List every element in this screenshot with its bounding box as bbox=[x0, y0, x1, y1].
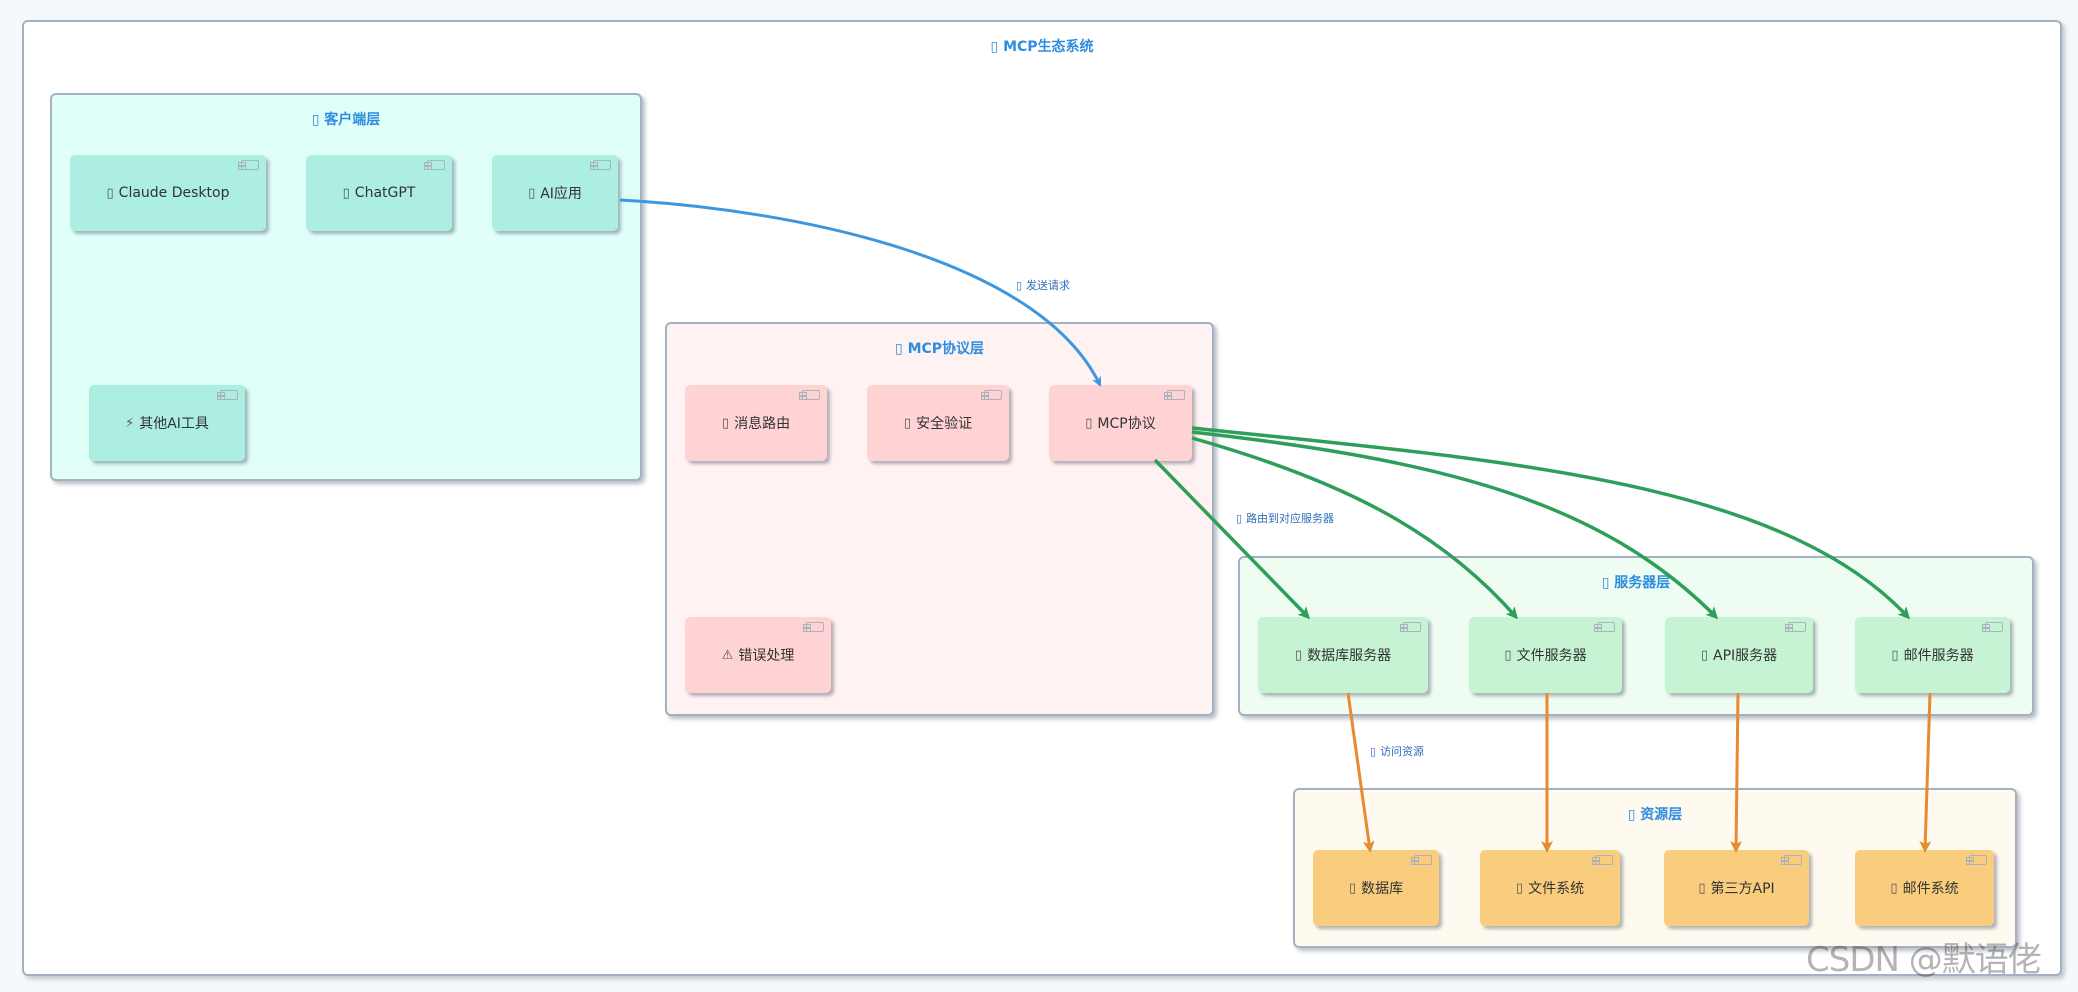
access-icon: ▯ bbox=[1370, 745, 1377, 758]
node-mail-server[interactable]: ▯ 邮件服务器 bbox=[1855, 617, 2010, 693]
database-icon: ▯ bbox=[1348, 880, 1357, 896]
server-icon: ▯ bbox=[1601, 575, 1610, 591]
protocol-icon: ▯ bbox=[894, 341, 903, 357]
edge-access-database bbox=[1346, 692, 1375, 853]
component-icon bbox=[1411, 855, 1432, 865]
lock-icon: ▯ bbox=[903, 415, 912, 431]
node-security-verification[interactable]: ▯ 安全验证 bbox=[867, 385, 1009, 461]
component-icon bbox=[1594, 622, 1615, 632]
node-file-server[interactable]: ▯ 文件服务器 bbox=[1469, 617, 1622, 693]
component-icon bbox=[238, 160, 259, 170]
edge-access-third-party-api bbox=[1730, 692, 1743, 853]
node-message-routing[interactable]: ▯ 消息路由 bbox=[685, 385, 827, 461]
node-ai-app[interactable]: ▯ AI应用 bbox=[492, 155, 618, 231]
component-icon bbox=[424, 160, 445, 170]
resource-icon: ▯ bbox=[1627, 807, 1636, 823]
node-api-server[interactable]: ▯ API服务器 bbox=[1665, 617, 1813, 693]
desktop-icon: ▯ bbox=[106, 185, 114, 201]
node-mail-system[interactable]: ▯ 邮件系统 bbox=[1855, 850, 1994, 926]
component-icon bbox=[1966, 855, 1987, 865]
route-icon: ▯ bbox=[1236, 512, 1243, 525]
globe-icon: ▯ bbox=[1698, 880, 1706, 896]
folder-icon: ▯ bbox=[1504, 647, 1512, 663]
component-icon bbox=[803, 622, 824, 632]
database-icon: ▯ bbox=[1294, 647, 1303, 663]
protocol-icon: ▯ bbox=[1085, 415, 1093, 431]
component-icon bbox=[1400, 622, 1421, 632]
component-icon bbox=[1781, 855, 1802, 865]
node-mcp-protocol[interactable]: ▯ MCP协议 bbox=[1049, 385, 1192, 461]
edge-route-file-server bbox=[1191, 436, 1518, 620]
edge-route-mail-server bbox=[1191, 426, 1911, 620]
component-icon bbox=[1592, 855, 1613, 865]
node-database[interactable]: ▯ 数据库 bbox=[1313, 850, 1439, 926]
node-file-system[interactable]: ▯ 文件系统 bbox=[1480, 850, 1620, 926]
edge-label-route-to-server: ▯路由到对应服务器 bbox=[1236, 512, 1335, 525]
component-icon bbox=[590, 160, 611, 170]
watermark: CSDN @默语佬 bbox=[1806, 940, 2042, 980]
protocol-layer-title: ▯ MCP协议层 bbox=[894, 341, 985, 357]
component-icon bbox=[1164, 390, 1185, 400]
plug-icon: ▯ bbox=[1700, 647, 1708, 663]
mail-icon: ▯ bbox=[1891, 647, 1899, 663]
client-icon: ▯ bbox=[311, 112, 320, 128]
app-icon: ▯ bbox=[528, 185, 536, 201]
ecosystem-icon: ▯ bbox=[990, 39, 999, 55]
node-chatgpt[interactable]: ▯ ChatGPT bbox=[306, 155, 452, 231]
folder-icon: ▯ bbox=[1515, 880, 1524, 896]
edge-route-api-server bbox=[1191, 430, 1719, 620]
node-claude-desktop[interactable]: ▯ Claude Desktop bbox=[70, 155, 266, 231]
resource-layer-title: ▯ 资源层 bbox=[1627, 807, 1683, 823]
edge-access-mail-system bbox=[1919, 692, 1932, 853]
component-icon bbox=[799, 390, 820, 400]
component-icon bbox=[981, 390, 1002, 400]
edge-send-request bbox=[619, 198, 1102, 387]
send-icon: ▯ bbox=[1016, 279, 1023, 292]
chat-icon: ▯ bbox=[342, 185, 350, 201]
node-third-party-api[interactable]: ▯ 第三方API bbox=[1664, 850, 1809, 926]
mail-icon: ▯ bbox=[1890, 880, 1898, 896]
component-icon bbox=[217, 390, 238, 400]
node-other-ai-tools[interactable]: ⚡ 其他AI工具 bbox=[89, 385, 245, 461]
edge-route-db-server bbox=[1153, 458, 1311, 620]
routing-icon: ▯ bbox=[721, 415, 730, 431]
server-layer-title: ▯ 服务器层 bbox=[1601, 575, 1671, 591]
node-database-server[interactable]: ▯ 数据库服务器 bbox=[1258, 617, 1428, 693]
page-title: ▯ MCP生态系统 bbox=[990, 39, 1094, 55]
client-layer-title: ▯ 客户端层 bbox=[311, 112, 381, 128]
lightning-icon: ⚡ bbox=[125, 415, 135, 431]
edge-label-send-request: ▯发送请求 bbox=[1016, 279, 1071, 292]
component-icon bbox=[1982, 622, 2003, 632]
warning-icon: ⚠ bbox=[721, 647, 734, 663]
edge-label-access-resource: ▯访问资源 bbox=[1370, 745, 1425, 758]
node-error-handling[interactable]: ⚠ 错误处理 bbox=[685, 617, 831, 693]
component-icon bbox=[1785, 622, 1806, 632]
